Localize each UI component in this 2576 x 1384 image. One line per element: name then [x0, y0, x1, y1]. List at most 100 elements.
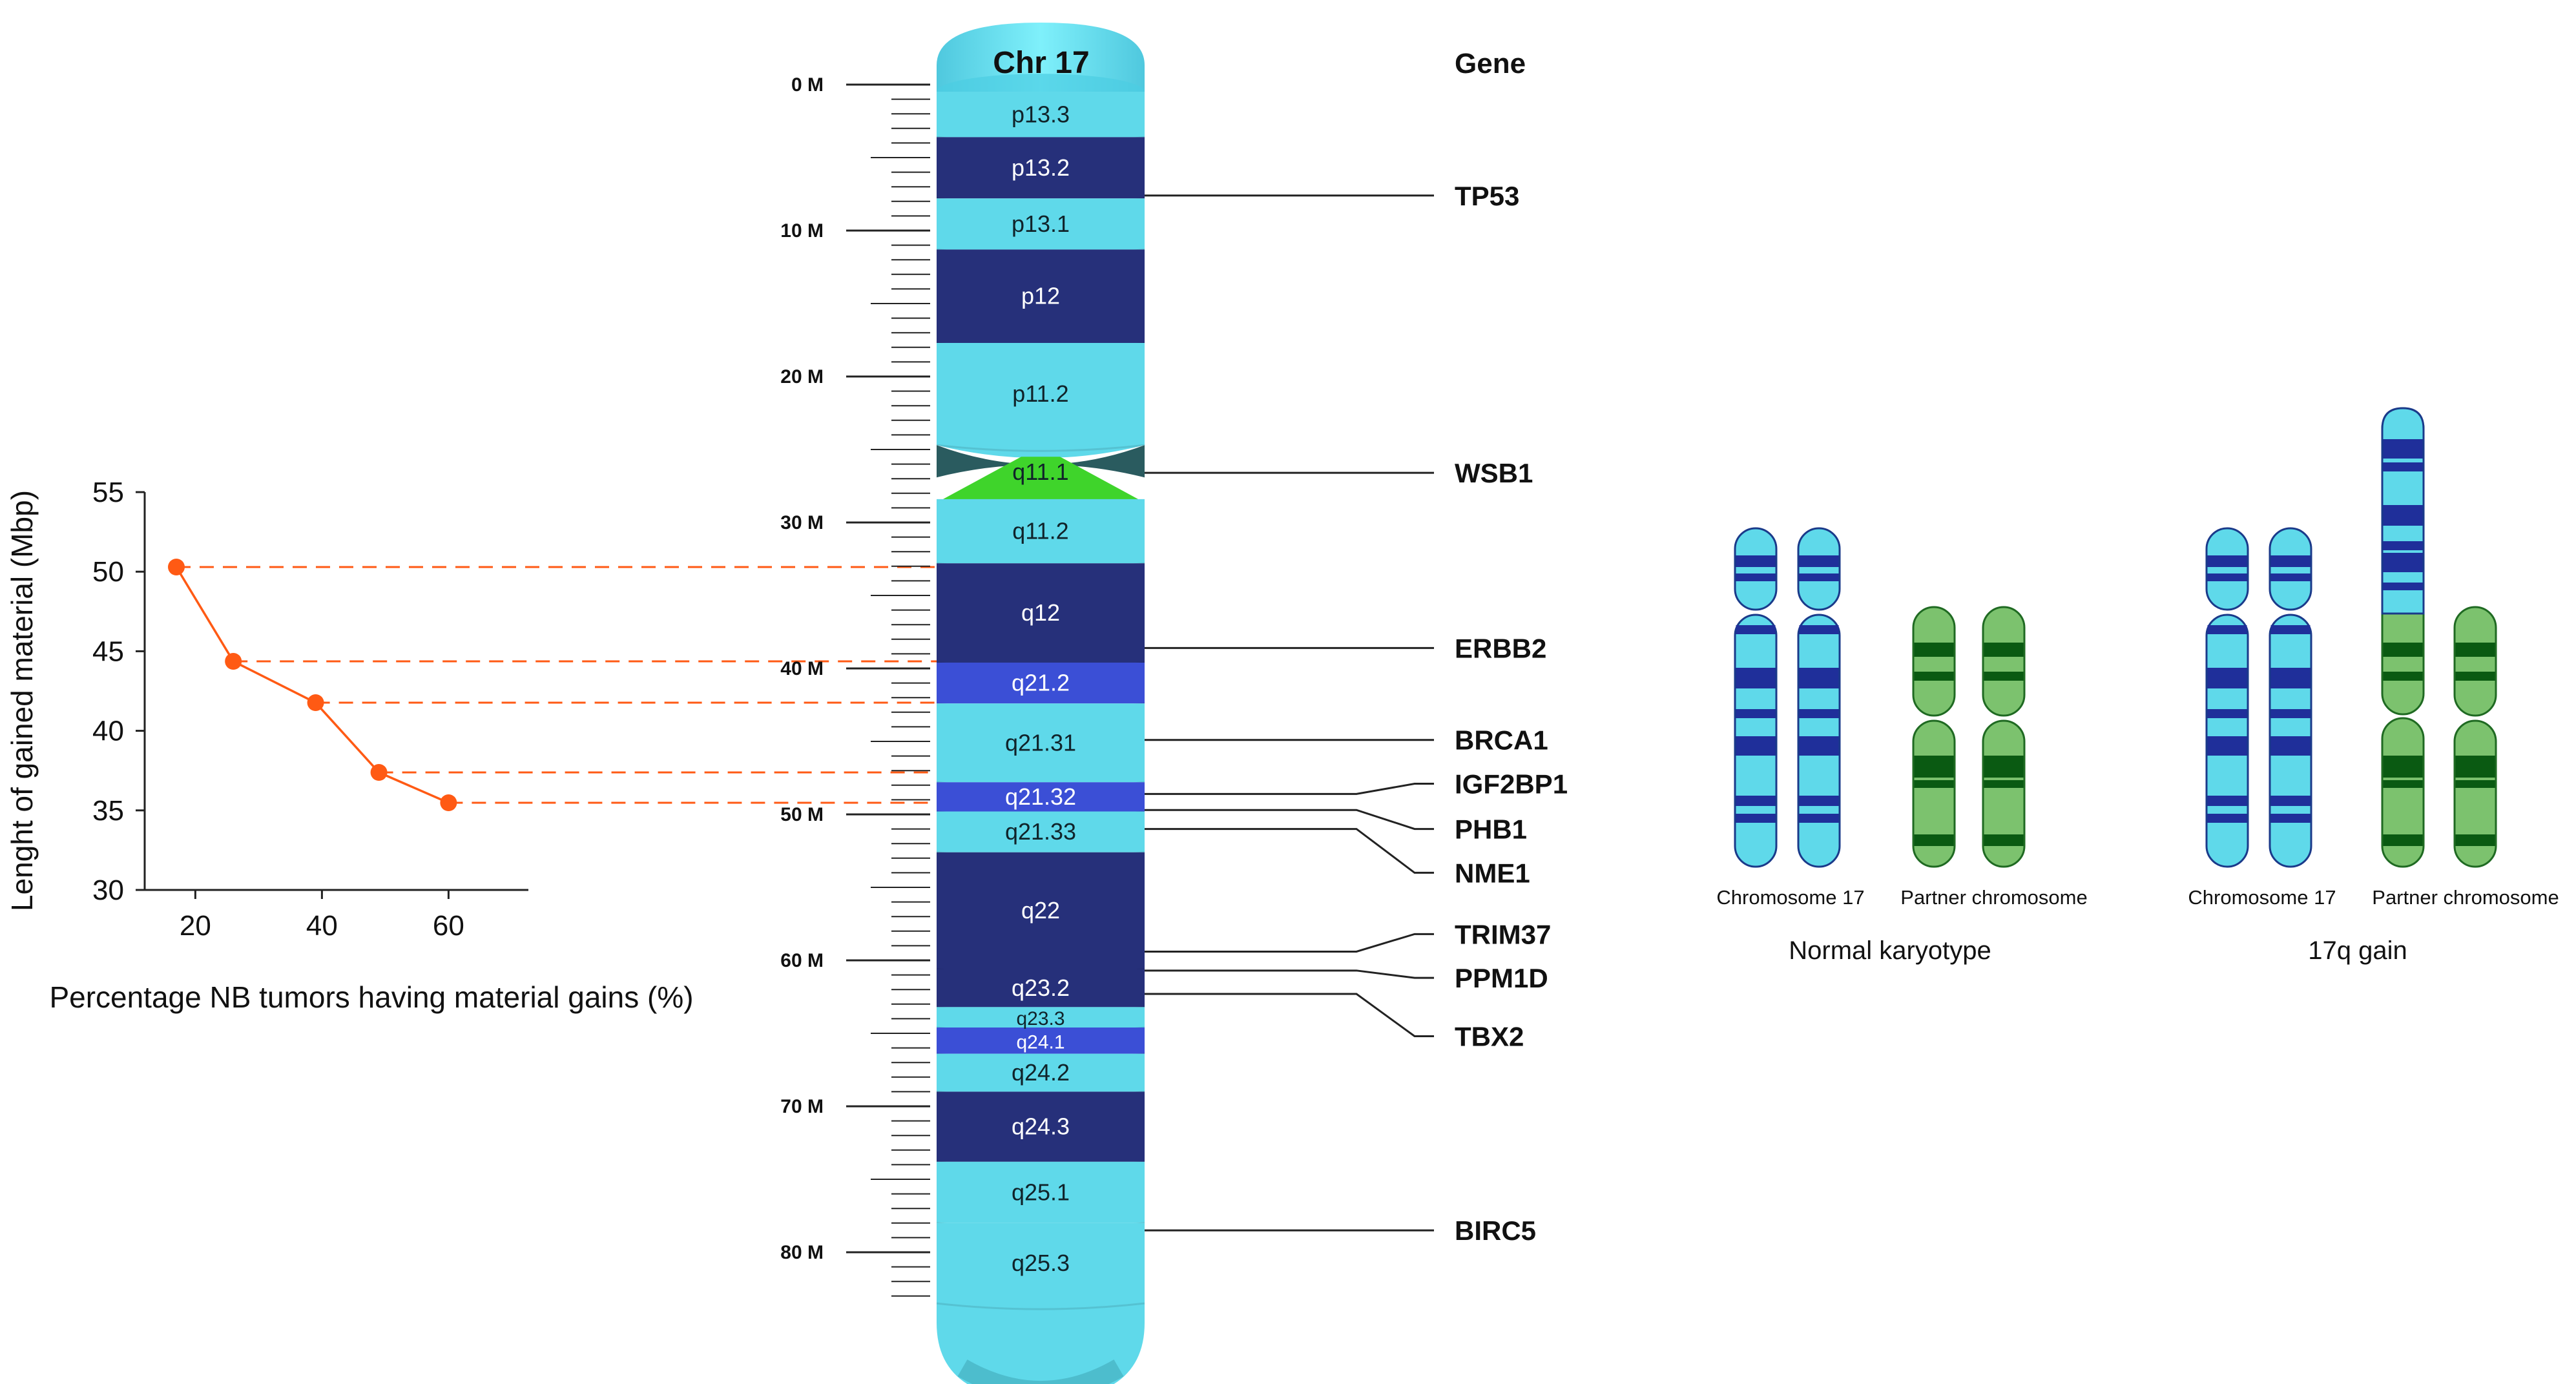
band-q25-3: [937, 1223, 1145, 1384]
chromosome-band: [2383, 643, 2423, 657]
chromosome-band: [1799, 573, 1839, 581]
chromosome-band: [2383, 756, 2423, 778]
chromosome-band: [1736, 796, 1776, 806]
gene-label: BIRC5: [1455, 1215, 1536, 1246]
chromosome-band: [2270, 709, 2311, 718]
band-label: q21.33: [1005, 818, 1076, 845]
band-label: q11.2: [1012, 518, 1068, 544]
chromosome-band: [2207, 709, 2247, 718]
normal-partner-b: [1982, 606, 2026, 868]
chromosome-band: [1914, 672, 1954, 681]
chromosome-band: [2455, 672, 2495, 681]
gene-connector: [1145, 809, 1434, 831]
chart-y-tick-label: 45: [92, 635, 124, 667]
chromosome-band: [1914, 834, 1954, 846]
gene-connector: [1145, 933, 1434, 953]
band-q22: [937, 852, 1145, 969]
chart-guide-lines: [176, 566, 939, 804]
band-label: q21.32: [1005, 783, 1076, 810]
gene-label: PPM1D: [1455, 963, 1548, 993]
chromosome-p-arm: [2453, 606, 2497, 717]
chromosome-band: [2207, 625, 2247, 634]
chart-x-axis-label: Percentage NB tumors having material gai…: [49, 980, 693, 1014]
chromosome-band: [2207, 573, 2247, 581]
band-label: q21.31: [1005, 729, 1076, 756]
band-label: q12: [1021, 599, 1060, 626]
ruler-label: 60 M: [780, 950, 824, 971]
band-label: p13.3: [1012, 101, 1070, 127]
chromosome-band: [2270, 625, 2311, 634]
chromosome-band: [2383, 439, 2423, 459]
gene-connector: [1145, 969, 1434, 979]
chart-data-point: [307, 694, 324, 711]
gain-chr17-a: [2205, 527, 2249, 868]
normal-partner-a: [1912, 606, 1956, 868]
chromosome-p-arm: [2269, 527, 2312, 611]
chart-data-point: [440, 794, 457, 811]
gene-label: BRCA1: [1455, 725, 1548, 756]
gene-annotations: Gene TP53WSB1ERBB2BRCA1IGF2BP1PHB1NME1TR…: [1145, 48, 1568, 1246]
band-label: p13.1: [1012, 211, 1070, 237]
band-q24-2: [937, 1053, 1145, 1092]
chromosome-band: [2207, 555, 2247, 567]
ruler-label: 0 M: [791, 74, 824, 96]
band-label: p11.2: [1012, 380, 1068, 407]
chromosome-p-arm: [1982, 606, 2026, 717]
chromosome-p-arm: [1912, 606, 1956, 717]
chromosome-band: [2383, 780, 2423, 788]
chromosome-band: [2270, 736, 2311, 756]
gene-label: PHB1: [1455, 814, 1527, 845]
chromosome-band: [1736, 668, 1776, 688]
chromosome-top-cap: [937, 23, 1145, 92]
chromosome-band: [2207, 736, 2247, 756]
chromosome-p-arm: [1797, 527, 1841, 611]
gene-label: ERBB2: [1455, 633, 1546, 663]
band-labels: p13.3p13.2p13.1p12p11.2q11.1q11.2q12q21.…: [1005, 101, 1076, 1276]
chromosome-band: [2207, 668, 2247, 688]
band-centromere: [943, 457, 1138, 504]
chromosome-band: [1984, 780, 2024, 788]
chart-data-point: [168, 559, 185, 575]
band-label: q25.3: [1012, 1250, 1070, 1276]
band-label: q23.3: [1016, 1008, 1065, 1029]
gene-label: IGF2BP1: [1455, 769, 1568, 800]
chromosome-band: [2207, 814, 2247, 823]
chromosome-band: [1799, 668, 1839, 688]
chromosome-band: [2383, 541, 2423, 550]
band-label: q21.2: [1012, 670, 1070, 696]
chart-y-tick-label: 30: [92, 874, 124, 906]
chromosome-band: [1914, 780, 1954, 788]
chromosome-band: [1799, 709, 1839, 718]
karyotype-caption: 17q gain: [2308, 936, 2407, 965]
chromosome-band: [1914, 643, 1954, 657]
chromosome-band: [1984, 643, 2024, 657]
gene-list: TP53WSB1ERBB2BRCA1IGF2BP1PHB1NME1TRIM37P…: [1145, 181, 1568, 1246]
chromosome-band: [2383, 834, 2423, 846]
band-p13-3: [937, 92, 1145, 138]
band-label: q22: [1021, 897, 1060, 924]
band-q11-2: [937, 499, 1145, 564]
gene-label: TBX2: [1455, 1022, 1524, 1052]
gene-label: WSB1: [1455, 458, 1533, 488]
band-label: q25.1: [1012, 1179, 1070, 1205]
chromosome-band: [2455, 643, 2495, 657]
chart-data-point: [225, 653, 242, 670]
chromosome-17-ideogram: 0 M10 M20 M30 M40 M50 M60 M70 M80 M p13.…: [780, 23, 1145, 1384]
chart-data-point: [370, 764, 388, 781]
band-q23-3: [937, 1007, 1145, 1028]
chromosome-body: [936, 23, 1145, 1384]
centromere-shadow: [937, 445, 1145, 478]
chart-x-tick-label: 20: [180, 910, 211, 942]
chromosome-band: [1984, 672, 2024, 681]
chromosome-title: Chr 17: [993, 46, 1089, 80]
chart-y-tick-label: 35: [92, 795, 124, 827]
gene-connector: [1145, 828, 1434, 874]
band-edge: [936, 1302, 1145, 1310]
chromosome-band: [2270, 555, 2311, 567]
band-q21-32: [937, 782, 1145, 812]
band-label: q24.1: [1016, 1031, 1065, 1053]
band-label: q11.1: [1012, 459, 1068, 485]
gene-label: TRIM37: [1455, 919, 1551, 949]
chromosome-band: [1736, 814, 1776, 823]
